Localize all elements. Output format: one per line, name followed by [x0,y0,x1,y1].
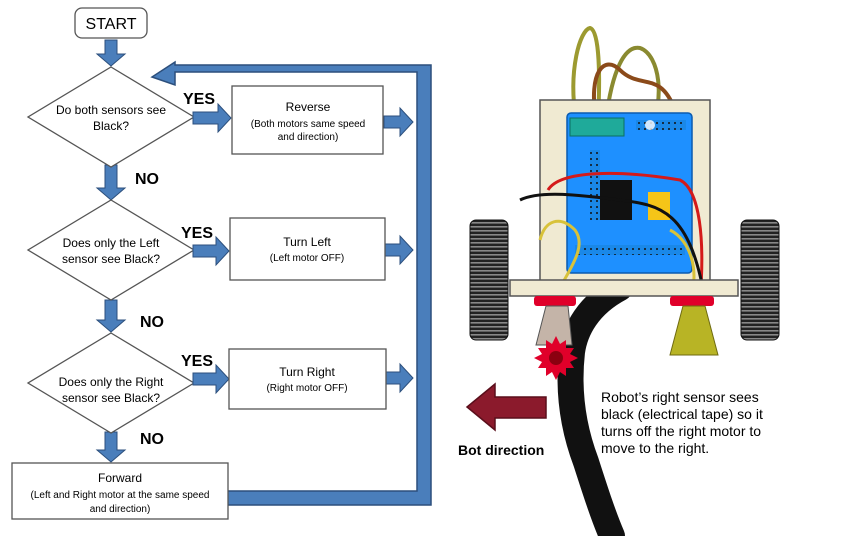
arrow-reverse-to-loop [383,106,414,138]
board-header [590,150,600,220]
action-reverse-detail-2: and direction) [278,132,339,143]
action-forward-title: Forward [98,471,142,485]
no-label-1: NO [135,171,159,188]
left-sensor-light-core [549,351,563,365]
bot-direction-arrow [465,382,547,432]
decision-3-line-2: sensor see Black? [62,391,160,405]
wire-olive-1 [571,25,602,121]
arrow-decision-3-to-turn-right [192,363,230,395]
robot-note-line-2: black (electrical tape) so it [601,406,763,422]
arrow-decision-1-to-2 [95,164,127,201]
board-pins-top [636,120,686,130]
decision-right-black [26,332,196,434]
loop-back-arrow [150,60,432,506]
decision-3-line-1: Does only the Right [59,375,164,389]
no-label-2: NO [140,314,164,331]
action-turn-left-detail: (Left motor OFF) [270,253,344,264]
action-forward [11,462,229,520]
action-reverse-title: Reverse [286,100,331,114]
action-turn-right-title: Turn Right [279,365,335,379]
wire-red [546,171,704,301]
arrow-decision-1-to-reverse [192,102,232,134]
decision-1-line-1: Do both sensors see [56,103,166,117]
arrow-start-to-decision-1 [95,39,127,67]
action-forward-detail-2: and direction) [90,504,151,515]
board-pins-bottom [575,245,685,255]
flowchart: START Do both sensors see Black? Does on… [11,7,432,520]
sensor-bar [509,279,739,297]
left-wheel [469,219,509,341]
wire-brown [591,62,677,121]
action-turn-right [228,348,387,410]
decision-both-black [26,66,196,168]
arrow-decision-2-to-turn-left [192,235,230,267]
no-label-3: NO [140,431,164,448]
decision-left-black [26,199,196,301]
right-sensor [669,305,719,356]
yes-label-2: YES [181,225,213,242]
action-turn-left-title: Turn Left [283,235,331,249]
wire-black [519,192,707,301]
action-reverse [231,85,384,155]
arrow-turn-right-to-loop [385,362,414,394]
yes-label-1: YES [183,91,215,108]
left-sensor [535,305,573,346]
action-turn-right-detail: (Right motor OFF) [266,383,347,394]
start-node [74,7,148,39]
action-turn-left [229,217,386,281]
bot-direction-label: Bot direction [458,442,544,458]
decision-2-line-1: Does only the Left [63,236,160,250]
arrow-turn-left-to-loop [383,234,414,266]
robot-illustration: Bot direction Robot’s right sensor sees … [458,25,780,536]
action-forward-detail-1: (Left and Right motor at the same speed [31,490,210,501]
robot-note-line-3: turns off the right motor to [601,423,761,439]
decision-1-line-2: Black? [93,119,129,133]
arrow-decision-3-to-forward [95,431,127,463]
yes-label-3: YES [181,353,213,370]
robot-note-line-1: Robot’s right sensor sees [601,389,759,405]
decision-2-line-2: sensor see Black? [62,252,160,266]
terminal-block [569,117,625,137]
left-sensor-mount [534,296,576,306]
right-wheel [740,219,780,341]
start-label: START [86,16,137,33]
board-logo-icon [645,120,655,130]
right-sensor-mount [670,296,714,306]
robot-note-line-4: move to the right. [601,440,709,456]
black-tape-line [557,275,633,536]
arrow-decision-2-to-3 [95,299,127,333]
action-reverse-detail-1: (Both motors same speed [251,119,366,130]
